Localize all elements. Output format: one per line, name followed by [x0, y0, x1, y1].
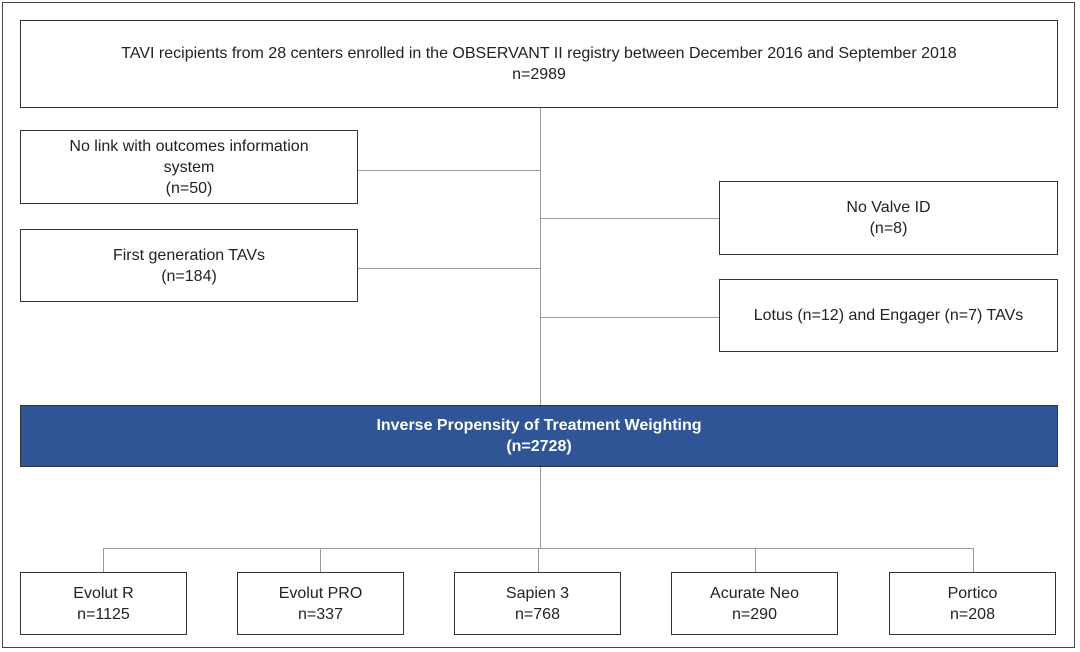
connector-main-upper: [540, 108, 541, 405]
enrollment-box: TAVI recipients from 28 centers enrolled…: [20, 20, 1058, 108]
group-label: Evolut PRO: [278, 584, 363, 602]
iptw-title: Inverse Propensity of Treatment Weightin…: [376, 417, 702, 434]
group-label: Sapien 3: [505, 584, 570, 602]
group-box-evolut-r: Evolut R n=1125: [20, 572, 187, 635]
enrollment-n: n=2989: [512, 66, 566, 83]
exclusion-label: First generation TAVs: [112, 246, 266, 264]
group-n: n=1125: [77, 605, 130, 623]
exclusion-n: (n=50): [165, 179, 213, 197]
group-label: Portico: [947, 584, 998, 602]
iptw-box: Inverse Propensity of Treatment Weightin…: [20, 405, 1058, 467]
connector-drop: [538, 548, 539, 572]
connector-right-1: [540, 218, 719, 219]
exclusion-label: No Valve ID: [846, 199, 931, 216]
exclusion-n: (n=184): [161, 267, 217, 285]
connector-left-2: [358, 268, 540, 269]
enrollment-title: TAVI recipients from 28 centers enrolled…: [121, 45, 957, 62]
connector-main-lower: [540, 467, 541, 548]
exclusion-n: (n=8): [869, 220, 908, 237]
exclusion-box-lotus-engager: Lotus (n=12) and Engager (n=7) TAVs: [719, 279, 1058, 352]
connector-left-1: [358, 170, 540, 171]
connector-right-2: [540, 317, 719, 318]
group-n: n=208: [950, 605, 995, 623]
group-n: n=768: [515, 605, 560, 623]
connector-drop: [973, 548, 974, 572]
exclusion-box-no-link: No link with outcomes information system…: [20, 130, 358, 204]
connector-drop: [103, 548, 104, 572]
exclusion-label: Lotus (n=12) and Engager (n=7) TAVs: [753, 307, 1024, 324]
group-n: n=290: [732, 605, 777, 623]
iptw-n: (n=2728): [506, 438, 572, 455]
group-label: Evolut R: [73, 584, 134, 602]
group-n: n=337: [298, 605, 343, 623]
exclusion-box-no-valve-id: No Valve ID (n=8): [719, 181, 1058, 255]
connector-drop: [320, 548, 321, 572]
group-box-acurate-neo: Acurate Neo n=290: [671, 572, 838, 635]
group-box-evolut-pro: Evolut PRO n=337: [237, 572, 404, 635]
connector-drop: [755, 548, 756, 572]
exclusion-label: No link with outcomes information system: [69, 137, 309, 176]
group-box-sapien-3: Sapien 3 n=768: [454, 572, 621, 635]
group-box-portico: Portico n=208: [889, 572, 1056, 635]
group-label: Acurate Neo: [710, 584, 799, 602]
exclusion-box-first-gen: First generation TAVs (n=184): [20, 229, 358, 302]
